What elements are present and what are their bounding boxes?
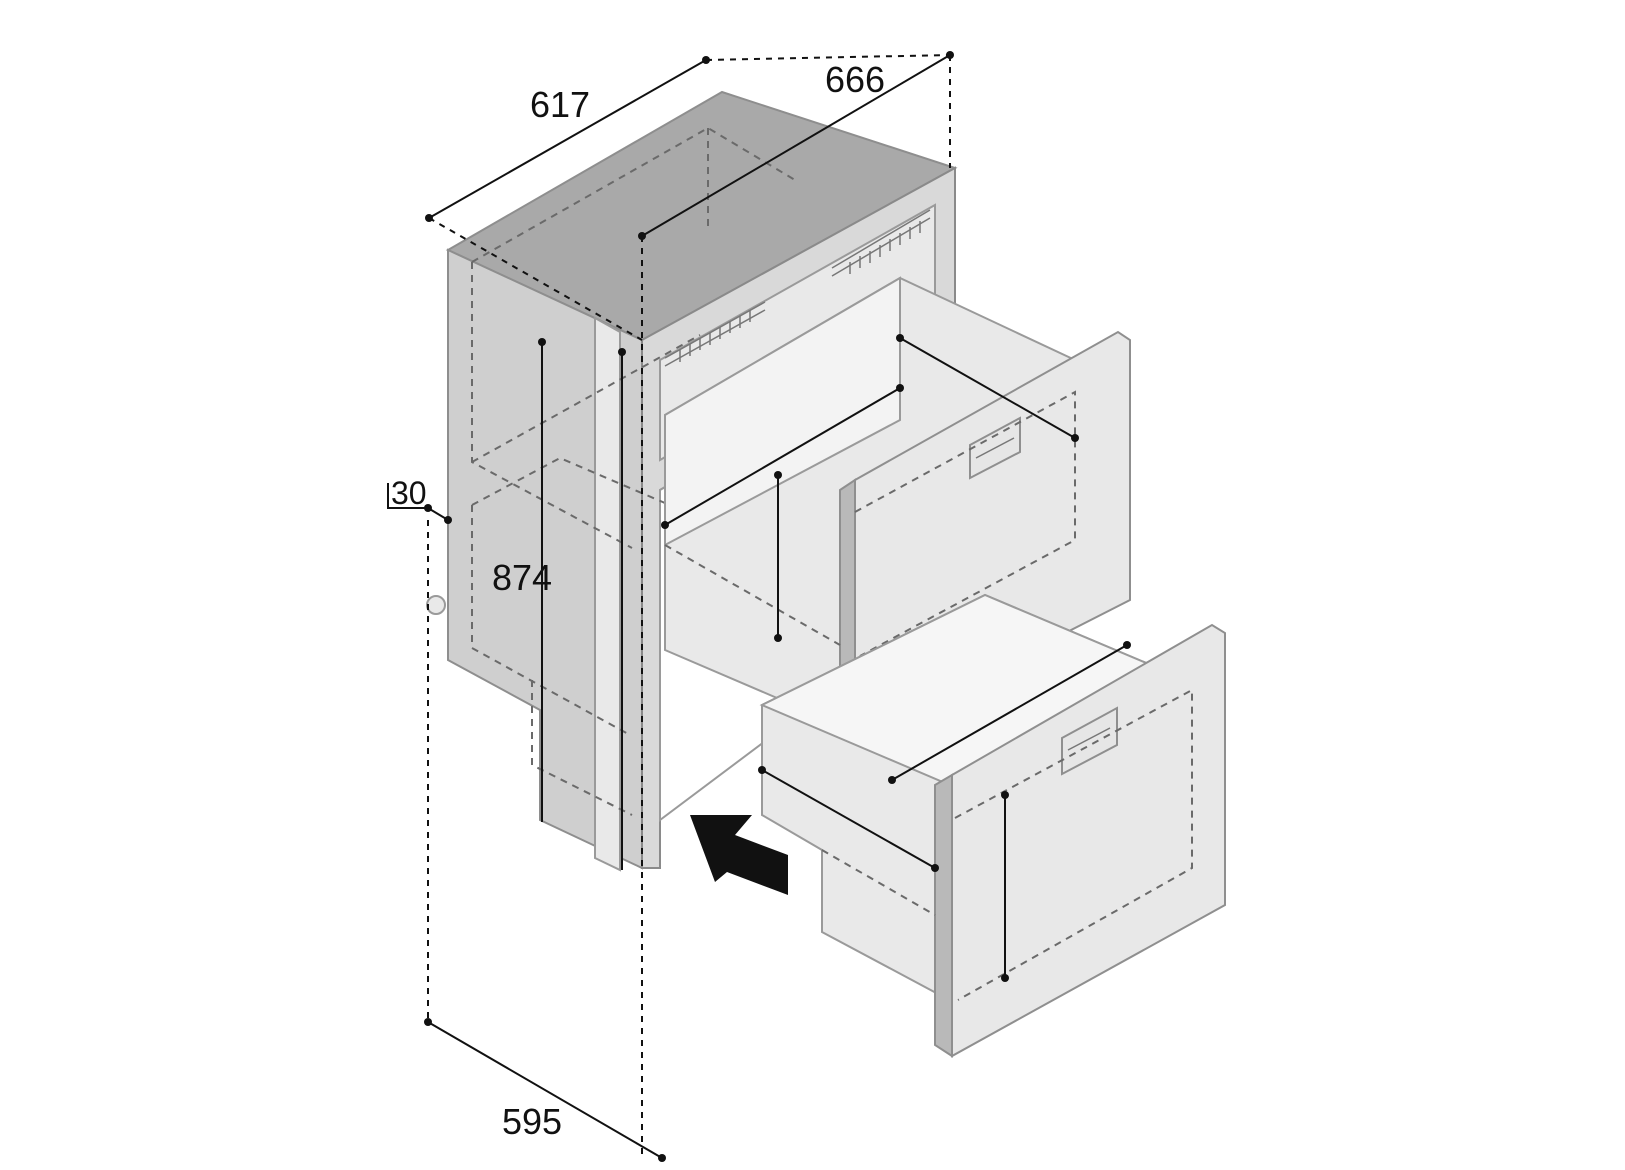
dimension-height: 874: [492, 557, 552, 598]
dimension-width-bottom: 595: [502, 1101, 562, 1142]
lower-drawer-front: [951, 623, 1226, 1058]
cable-gland: [426, 595, 446, 615]
lower-drawer-handle: [1061, 706, 1118, 776]
upper-drawer-inner: [664, 276, 901, 547]
insert-direction-arrow: [690, 815, 788, 895]
lower-drawer-front-edge: [934, 773, 953, 1058]
dimension-flange: 30: [391, 475, 427, 511]
dimension-depth: 666: [825, 59, 885, 100]
dimension-lines: [387, 51, 1131, 1162]
dimension-width-top: 617: [530, 84, 590, 125]
flange-strip: [594, 316, 621, 872]
ventilation-slots: [664, 209, 931, 367]
